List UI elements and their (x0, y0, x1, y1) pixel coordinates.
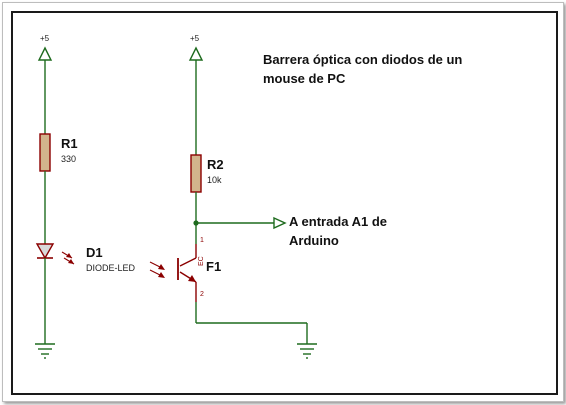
output-label: A entrada A1 de Arduino (289, 212, 387, 250)
d1-triangle (35, 243, 55, 260)
f1-collector-diag (179, 257, 197, 267)
f1-ref: F1 (206, 259, 222, 274)
supply-left-label: +5 (40, 34, 50, 43)
f1-light-head-1 (158, 264, 165, 270)
output-arrow (273, 216, 287, 230)
r1-body (39, 133, 51, 172)
title-line-2: mouse de PC (263, 71, 346, 86)
d1-emit-head-1 (66, 253, 72, 258)
title-line-1: Barrera óptica con diodos de un (263, 52, 463, 67)
f1-pin-bottom: 2 (200, 291, 204, 298)
output-line-1: A entrada A1 de (289, 214, 388, 229)
r2-value: 10k (207, 175, 222, 185)
supply-left-arrow (37, 46, 53, 61)
r1-value: 330 (61, 154, 77, 164)
diagram-title: Barrera óptica con diodos de un mouse de… (263, 50, 462, 88)
f1-light-head-2 (158, 272, 165, 278)
f1-emitter-arrowhead (188, 275, 196, 282)
f1-pin-top: 1 (200, 237, 204, 244)
supply-right-label: +5 (190, 34, 200, 43)
output-line-2: Arduino (289, 233, 339, 248)
inner-frame (11, 11, 558, 395)
r1-ref: R1 (61, 136, 78, 151)
r2-body (190, 154, 202, 193)
r2-ref: R2 (207, 157, 224, 172)
d1-ref: D1 (86, 245, 103, 260)
supply-right-arrow (188, 46, 204, 61)
f1-pin-label: EC (198, 256, 205, 266)
d1-value: DIODE-LED (86, 263, 136, 273)
d1-emit-head-2 (68, 259, 74, 264)
